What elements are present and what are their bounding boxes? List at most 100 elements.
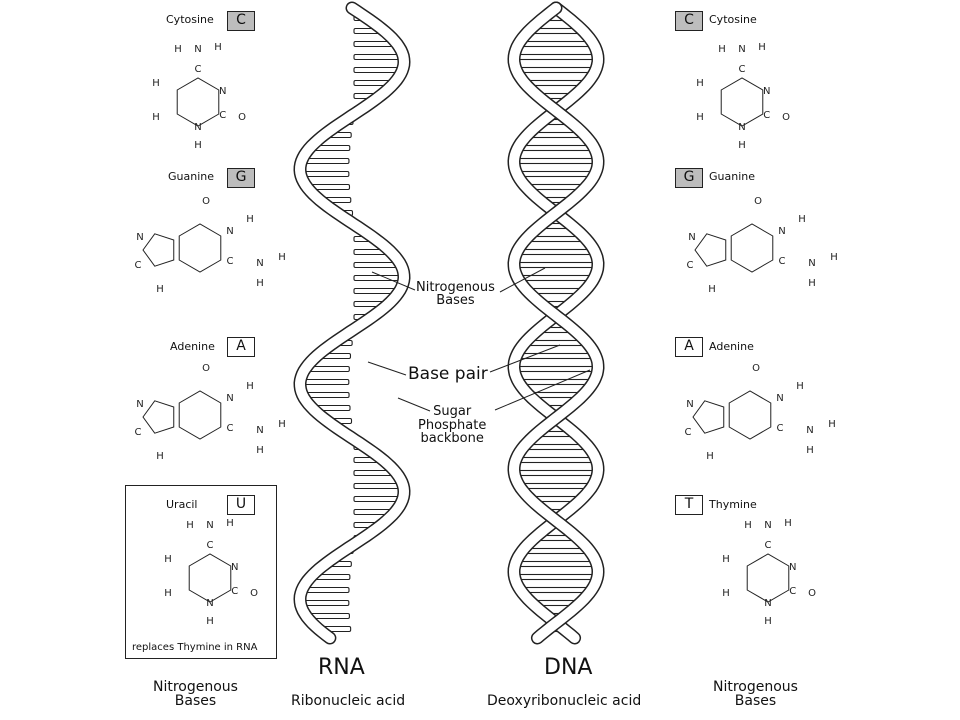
base-rung <box>303 391 350 399</box>
atom-label: N <box>763 86 770 97</box>
atom-label: C <box>685 427 692 438</box>
uracil-box <box>125 485 277 659</box>
atom-label: H <box>152 112 160 123</box>
base-pair-rung <box>521 274 591 282</box>
atom-label: N <box>686 399 693 410</box>
base-rung <box>301 170 350 178</box>
atom-label: C <box>777 423 784 434</box>
backbone-strand-fill <box>294 3 410 643</box>
ring-bond <box>178 223 222 273</box>
right-base-letter-g: G <box>675 168 703 188</box>
atom-label: N <box>136 232 143 243</box>
base-pair-rung <box>528 79 584 87</box>
atom-label: H <box>152 78 160 89</box>
base-rung <box>303 586 350 594</box>
right-bases-caption: Nitrogenous Bases <box>713 679 798 709</box>
left-base-name-cytosine: Cytosine <box>166 13 214 26</box>
uracil-note: replaces Thymine in RNA <box>132 642 258 653</box>
atom-label: H <box>256 278 264 289</box>
left-base-name-adenine: Adenine <box>170 340 215 353</box>
base-rung <box>301 378 350 386</box>
atom-label: N <box>194 44 201 55</box>
atom-label: H <box>738 140 746 151</box>
atom-label: C <box>687 260 694 271</box>
leader-line <box>371 271 416 291</box>
atom-label: N <box>764 598 771 609</box>
atom-label: N <box>206 520 213 531</box>
atom-label: H <box>186 520 194 531</box>
atom-label: N <box>206 598 213 609</box>
right-base-name-guanine: Guanine <box>709 170 756 183</box>
ring-bond <box>720 77 764 127</box>
dna-helix <box>507 1 605 645</box>
atom-label: N <box>764 520 771 531</box>
ring-bond <box>176 77 220 127</box>
base-pair-rung <box>517 469 595 477</box>
ring-bond <box>178 390 222 440</box>
atom-label: H <box>830 252 838 263</box>
atom-label: C <box>765 540 772 551</box>
atom-label: N <box>256 258 263 269</box>
atom-label: C <box>195 64 202 75</box>
atom-label: H <box>722 588 730 599</box>
base-pair-rung <box>519 456 593 464</box>
atom-label: H <box>246 214 254 225</box>
base-pair-rung <box>522 482 590 490</box>
atom-label: C <box>135 427 142 438</box>
base-pair-rung <box>530 287 582 295</box>
atom-label: C <box>219 110 226 121</box>
left-base-letter-a: A <box>227 337 255 357</box>
base-pair-rung <box>517 573 595 581</box>
base-rung <box>353 495 401 503</box>
atom-label: N <box>738 122 745 133</box>
left-base-letter-u: U <box>227 495 255 515</box>
atom-label: O <box>754 196 762 207</box>
right-base-name-adenine: Adenine <box>709 340 754 353</box>
left-base-letter-g: G <box>227 168 255 188</box>
atom-label: H <box>798 214 806 225</box>
ring-bond <box>730 223 774 273</box>
atom-label: N <box>226 226 233 237</box>
atom-label: C <box>227 423 234 434</box>
base-pair-rung <box>521 144 591 152</box>
rna-title: RNA <box>318 655 365 680</box>
base-pair-rung <box>517 53 595 61</box>
base-pair-rung <box>528 339 584 347</box>
atom-label: H <box>164 554 172 565</box>
ring-bond <box>746 553 790 603</box>
atom-label: C <box>789 586 796 597</box>
atom-label: H <box>206 616 214 627</box>
atom-label: H <box>706 451 714 462</box>
nitrogenous-bases-annotation: Nitrogenous Bases <box>416 280 495 308</box>
base-pair-rung <box>520 248 592 256</box>
base-pair-rung <box>517 365 595 373</box>
atom-label: N <box>789 562 796 573</box>
base-pair-rung <box>530 131 582 139</box>
atom-label: H <box>806 445 814 456</box>
base-rung <box>353 53 401 61</box>
atom-label: H <box>784 518 792 529</box>
atom-label: H <box>164 588 172 599</box>
atom-label: H <box>156 451 164 462</box>
base-rung <box>353 261 399 269</box>
base-rung <box>302 157 350 165</box>
atom-label: N <box>778 226 785 237</box>
atom-label: H <box>758 42 766 53</box>
atom-label: H <box>718 44 726 55</box>
atom-label: H <box>246 381 254 392</box>
ring-bond <box>142 400 175 434</box>
base-pair-rung <box>520 170 592 178</box>
base-pair-rung <box>526 443 586 451</box>
atom-label: O <box>808 588 816 599</box>
left-base-name-uracil: Uracil <box>166 498 198 511</box>
atom-label: O <box>782 112 790 123</box>
base-pair-rung <box>517 261 595 269</box>
atom-label: H <box>808 278 816 289</box>
base-rung <box>353 66 400 74</box>
leader-line <box>367 361 407 376</box>
atom-label: N <box>226 393 233 404</box>
atom-label: H <box>256 445 264 456</box>
atom-label: N <box>136 399 143 410</box>
